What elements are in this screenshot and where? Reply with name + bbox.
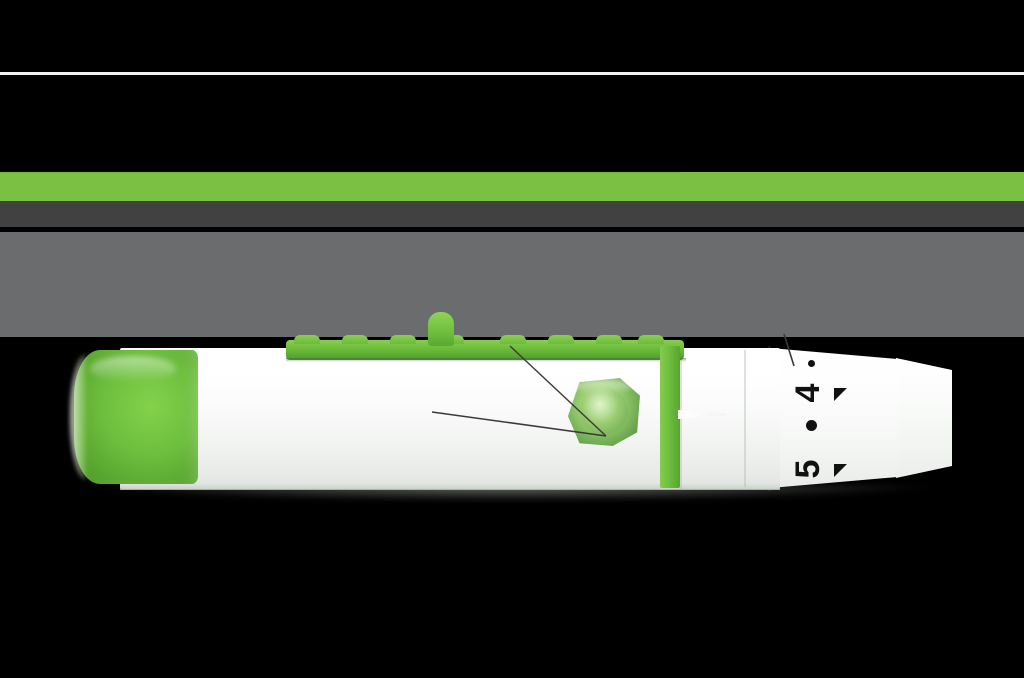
- grip-ridge: [548, 335, 574, 344]
- grip-strip-shadow: [286, 358, 686, 362]
- barrel-seam-mid: [744, 350, 746, 487]
- dial-dot-upper: [808, 360, 815, 367]
- viewing-window-highlight: [572, 380, 632, 394]
- barrel-bottom-shadow: [120, 483, 780, 490]
- background-band-black-third: [0, 227, 1024, 232]
- viewing-window-lens-inner: [580, 388, 628, 434]
- dial-triangle-5: [834, 464, 847, 477]
- green-band-shadow: [0, 168, 680, 173]
- dial-number-4: 4: [789, 383, 827, 403]
- background-band-dark-gray: [0, 201, 1024, 227]
- grip-ridge: [390, 335, 416, 344]
- grip-strip[interactable]: [286, 335, 684, 360]
- pen-cap-gloss: [90, 356, 176, 382]
- dose-dial-scale[interactable]: 4 5: [786, 352, 896, 484]
- dial-number-5: 5: [789, 459, 827, 479]
- pen-tip: [896, 358, 952, 478]
- dial-dot-middle: [806, 420, 817, 431]
- dose-pointer-arrow: [678, 410, 726, 419]
- grip-center-bump: [428, 312, 454, 346]
- pen-cap-rim: [70, 354, 86, 480]
- background-band-mid-gray: [0, 232, 1024, 337]
- grip-ridge: [596, 335, 622, 344]
- green-vertical-stripe: [660, 346, 680, 488]
- grip-ridge: [500, 335, 526, 344]
- background-band-black-top: [0, 0, 1024, 72]
- grip-ridge: [294, 335, 320, 344]
- dial-triangle-4: [834, 388, 847, 401]
- background-band-white-rule: [0, 72, 1024, 75]
- background-band-black-second: [0, 75, 1024, 172]
- injection-pen-device: 4 5: [0, 300, 1024, 530]
- background-band-green: [0, 172, 1024, 201]
- grip-ridge: [638, 335, 664, 344]
- grip-ridge: [342, 335, 368, 344]
